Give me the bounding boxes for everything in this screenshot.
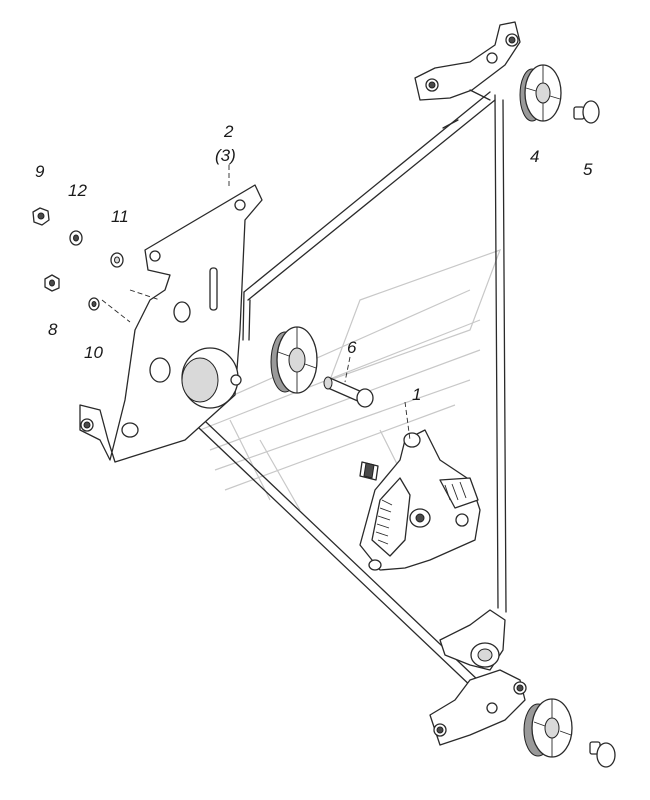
callout-4: 4 [530, 147, 539, 166]
nut-part-8 [44, 274, 60, 292]
pulley-part-4 [519, 64, 562, 122]
callout-labels: 1 2 (3) 4 5 6 8 9 10 11 12 [35, 122, 593, 404]
mounting-plate [79, 184, 263, 463]
pulley-mid [270, 326, 318, 394]
callout-2: 2 [223, 122, 234, 141]
pulley-bottom [523, 698, 573, 758]
callout-3: (3) [215, 146, 236, 165]
callout-6: 6 [347, 338, 357, 357]
clip-bottom [589, 741, 616, 768]
leader-lines [101, 165, 411, 441]
bolt-part-6 [323, 376, 374, 408]
upper-bracket [414, 21, 521, 101]
guide-rail [179, 91, 507, 691]
clip-part-5 [573, 100, 600, 124]
nut-part-9 [32, 207, 50, 226]
callout-1: 1 [412, 385, 421, 404]
washer-part-10 [88, 297, 100, 311]
callout-9: 9 [35, 162, 45, 181]
callout-5: 5 [583, 160, 593, 179]
washer-part-12 [69, 230, 83, 246]
washer-part-11 [110, 252, 124, 268]
callout-12: 12 [68, 181, 87, 200]
lower-bracket [429, 609, 527, 746]
callout-8: 8 [48, 320, 58, 339]
callout-10: 10 [84, 343, 103, 362]
callout-11: 11 [111, 207, 129, 226]
regulator-mechanism [359, 429, 481, 571]
